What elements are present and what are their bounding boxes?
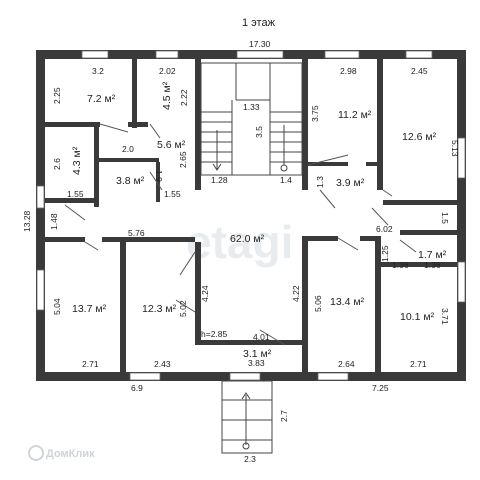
- dim-label: 1.55: [67, 189, 84, 199]
- dim-label: 3.71: [440, 308, 450, 325]
- dim-label: 2.71: [82, 359, 99, 369]
- dim-label: 5.06: [313, 295, 323, 312]
- dim-label: 4.24: [200, 285, 210, 302]
- dim-label: 6.9: [131, 383, 143, 393]
- dim-label: 1.3: [315, 176, 325, 188]
- dim-label: 5.02: [178, 300, 188, 317]
- room-areas: 7.2 м² 4.5 м² 5.6 м² 4.3 м² 3.8 м² 11.2 …: [71, 81, 447, 360]
- dimensions: 17.30 3.2 2.02 2.98 2.45 2.25 2.22 1.33 …: [22, 39, 460, 464]
- dim-label: 2.0: [122, 144, 134, 154]
- dim-label: 5.13: [450, 140, 460, 157]
- dim-label: 2.45: [411, 66, 428, 76]
- watermark-text: etagi: [186, 216, 293, 268]
- windows: [36, 50, 466, 381]
- room-area-15: 3.1 м²: [243, 348, 272, 360]
- interior-walls: [45, 58, 457, 372]
- room-area-7: 12.6 м²: [402, 131, 437, 143]
- dim-label: 5.76: [128, 228, 145, 238]
- room-area-8: 3.9 м²: [336, 177, 365, 189]
- room-area-2: 4.5 м²: [161, 81, 173, 110]
- room-area-4: 4.3 м²: [71, 146, 83, 175]
- dim-label: 1.9: [154, 170, 164, 182]
- dim-label: 1.28: [211, 175, 228, 185]
- dim-label: 2.22: [179, 89, 189, 106]
- dim-label: 1.25: [380, 245, 390, 262]
- logo-icon: [28, 445, 44, 461]
- dim-label: 2.64: [338, 359, 355, 369]
- dim-label: 1.33: [243, 102, 260, 112]
- room-area-14: 10.1 м²: [400, 311, 435, 323]
- room-area-12: 12.3 м²: [142, 303, 177, 315]
- dim-label: 3.5: [254, 126, 264, 138]
- dim-label: 17.30: [249, 39, 271, 49]
- dim-label: 1.5: [440, 212, 450, 224]
- dim-label: 3.2: [92, 66, 104, 76]
- doors: [64, 123, 417, 346]
- room-area-9: 62.0 м²: [230, 233, 265, 245]
- dim-label: 2.7: [279, 410, 289, 422]
- room-area-3: 5.6 м²: [157, 139, 186, 151]
- logo-text: ДомКлик: [46, 448, 95, 460]
- dim-label: 3.83: [248, 358, 265, 368]
- dim-label: 1.36: [424, 260, 441, 270]
- domclick-logo: ДомКлик: [28, 445, 95, 461]
- dim-label: 2.65: [178, 151, 188, 168]
- dim-label: 1.4: [280, 175, 292, 185]
- dim-label: 6.02: [376, 224, 393, 234]
- dim-label: 2.98: [340, 66, 357, 76]
- staircase: [200, 62, 303, 454]
- dim-label: 2.6: [52, 158, 62, 170]
- dim-label: h=2.85: [201, 329, 228, 339]
- dim-label: 1.55: [164, 189, 181, 199]
- dim-label: 4.22: [291, 285, 301, 302]
- dim-label: 1.36: [392, 260, 409, 270]
- dim-label: 2.02: [159, 66, 176, 76]
- dim-label: 4.01: [253, 332, 270, 342]
- dim-label: 2.43: [154, 359, 171, 369]
- dim-label: 1.48: [49, 213, 59, 230]
- room-area-6: 11.2 м²: [338, 109, 372, 121]
- dim-label: 5.04: [52, 298, 62, 315]
- dim-label: 2.25: [52, 87, 62, 104]
- floor-title: 1 этаж: [242, 17, 276, 29]
- dim-label: 2.3: [244, 454, 256, 464]
- room-area-13: 13.4 м²: [330, 296, 365, 308]
- dim-label: 3.75: [310, 105, 320, 122]
- dim-label: 7.25: [372, 383, 389, 393]
- room-area-5: 3.8 м²: [116, 175, 145, 187]
- room-area-10: 1.7 м²: [418, 249, 447, 261]
- dim-label: 2.71: [410, 359, 427, 369]
- room-area-1: 7.2 м²: [87, 93, 116, 105]
- dim-label: 13.28: [22, 210, 32, 232]
- room-area-11: 13.7 м²: [72, 303, 107, 315]
